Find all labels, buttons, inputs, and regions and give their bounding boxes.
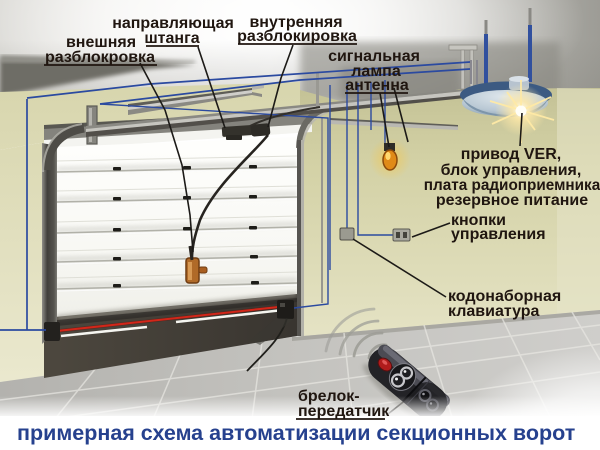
- svg-text:клавиатура: клавиатура: [448, 303, 540, 320]
- svg-text:направляющая: направляющая: [112, 15, 234, 32]
- svg-text:брелок-: брелок-: [298, 388, 360, 405]
- svg-text:примерная схема автоматизации: примерная схема автоматизации секционных…: [17, 421, 575, 445]
- svg-text:разблокировка: разблокировка: [237, 28, 357, 45]
- svg-text:разблокровка: разблокровка: [45, 49, 155, 66]
- svg-text:лампа: лампа: [351, 63, 401, 80]
- svg-text:привод VER,: привод VER,: [461, 146, 561, 163]
- svg-text:резервное питание: резервное питание: [436, 192, 588, 209]
- svg-text:блок управления,: блок управления,: [441, 162, 582, 179]
- svg-text:сигнальная: сигнальная: [328, 48, 420, 65]
- svg-text:штанга: штанга: [144, 30, 199, 47]
- svg-text:антенна: антенна: [345, 77, 409, 94]
- svg-text:внешняя: внешняя: [66, 34, 136, 51]
- svg-text:плата радиоприемника: плата радиоприемника: [424, 177, 600, 194]
- svg-text:управления: управления: [451, 226, 546, 243]
- svg-text:передатчик: передатчик: [298, 403, 390, 420]
- svg-text:кнопки: кнопки: [451, 212, 506, 229]
- svg-text:внутренняя: внутренняя: [249, 14, 342, 31]
- svg-text:кодонаборная: кодонаборная: [448, 288, 561, 305]
